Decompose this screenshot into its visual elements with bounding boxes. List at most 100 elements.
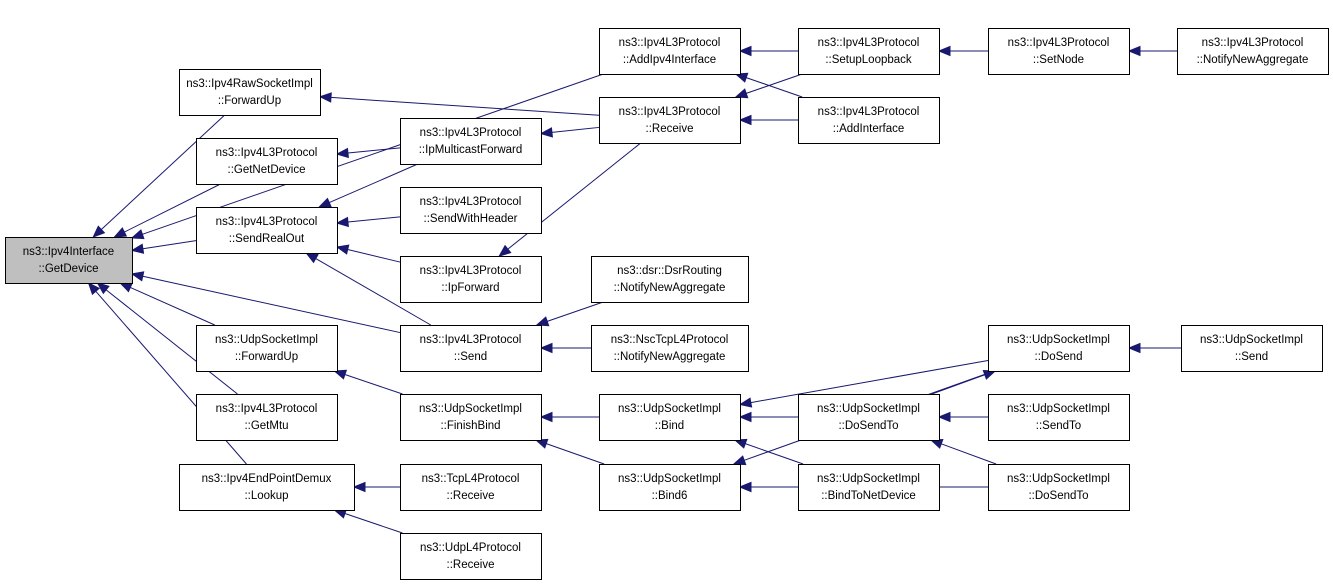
arrowhead-icon: [738, 411, 752, 423]
node-method-label: ::Lookup: [244, 490, 288, 502]
node-method-label: ::SetupLoopback: [825, 54, 912, 66]
node-box[interactable]: [1181, 325, 1323, 372]
node-box[interactable]: [5, 237, 133, 284]
node-sendwh[interactable]: ns3::Ipv4L3Protocol::SendWithHeader: [400, 187, 542, 234]
edge-line: [746, 77, 803, 98]
node-getdevice[interactable]: ns3::Ipv4Interface::GetDevice: [5, 237, 133, 284]
node-box[interactable]: [988, 325, 1130, 372]
arrowhead-icon: [352, 481, 366, 493]
node-addif[interactable]: ns3::Ipv4L3Protocol::AddInterface: [798, 97, 940, 144]
node-class-label: ns3::dsr::DsrRouting: [617, 265, 722, 277]
node-box[interactable]: [179, 69, 321, 116]
edge-setuploop-to-addipv4if: [738, 45, 798, 57]
node-sendto[interactable]: ns3::UdpSocketImpl::SendTo: [988, 394, 1130, 441]
node-method-label: ::GetDevice: [38, 263, 98, 275]
node-rawfwd[interactable]: ns3::Ipv4RawSocketImpl::ForwardUp: [179, 69, 321, 116]
edge-ipmcast-to-sendrealout: [318, 163, 418, 208]
node-box[interactable]: [599, 28, 741, 75]
node-dsrnna[interactable]: ns3::dsr::DsrRouting::NotifyNewAggregate: [591, 256, 749, 303]
node-bind[interactable]: ns3::UdpSocketImpl::Bind: [599, 394, 741, 441]
edge-sendto-to-dosendto1: [937, 411, 988, 423]
edge-line: [101, 114, 226, 230]
node-ipmcast[interactable]: ns3::Ipv4L3Protocol::IpMulticastForward: [400, 118, 542, 165]
node-lookup[interactable]: ns3::Ipv4EndPointDemux::Lookup: [179, 464, 355, 511]
node-method-label: ::NotifyNewAggregate: [614, 282, 726, 294]
node-udprecv[interactable]: ns3::UdpL4Protocol::Receive: [400, 533, 542, 580]
node-box[interactable]: [179, 464, 355, 511]
edge-layer: [87, 45, 1181, 534]
node-dosend[interactable]: ns3::UdpSocketImpl::DoSend: [988, 325, 1130, 372]
node-box[interactable]: [196, 394, 338, 441]
node-class-label: ns3::TcpL4Protocol: [422, 473, 520, 485]
node-box[interactable]: [196, 138, 338, 185]
node-box[interactable]: [599, 97, 741, 144]
node-dosendto1[interactable]: ns3::UdpSocketImpl::DoSendTo: [798, 394, 940, 441]
node-method-label: ::DoSendTo: [838, 420, 898, 432]
node-send[interactable]: ns3::Ipv4L3Protocol::Send: [400, 325, 542, 372]
arrowhead-icon: [130, 229, 145, 240]
node-method-label: ::DoSend: [1035, 351, 1083, 363]
node-box[interactable]: [599, 394, 741, 441]
node-method-label: ::AddInterface: [833, 123, 905, 135]
node-class-label: ns3::Ipv4L3Protocol: [216, 147, 318, 159]
node-addipv4if[interactable]: ns3::Ipv4L3Protocol::AddIpv4Interface: [599, 28, 741, 75]
node-box[interactable]: [798, 28, 940, 75]
node-tcprecv[interactable]: ns3::TcpL4Protocol::Receive: [400, 464, 542, 511]
node-box[interactable]: [196, 325, 338, 372]
node-class-label: ns3::UdpSocketImpl: [1007, 473, 1110, 485]
node-box[interactable]: [400, 464, 542, 511]
node-getnetdev[interactable]: ns3::Ipv4L3Protocol::GetNetDevice: [196, 138, 338, 185]
arrowhead-icon: [333, 369, 348, 380]
node-bindtonetdev[interactable]: ns3::UdpSocketImpl::BindToNetDevice: [798, 464, 940, 511]
node-box[interactable]: [798, 97, 940, 144]
edge-nscnna-to-send: [539, 342, 591, 354]
node-class-label: ns3::UdpSocketImpl: [1007, 403, 1110, 415]
arrowhead-icon: [335, 147, 349, 159]
node-box[interactable]: [591, 256, 749, 303]
node-class-label: ns3::Ipv4L3Protocol: [818, 106, 920, 118]
node-receive[interactable]: ns3::Ipv4L3Protocol::Receive: [599, 97, 741, 144]
node-box[interactable]: [599, 464, 741, 511]
node-nscnna[interactable]: ns3::NscTcpL4Protocol::NotifyNewAggregat…: [591, 325, 749, 372]
node-method-label: ::Bind: [655, 420, 684, 432]
node-method-label: ::GetMtu: [244, 420, 288, 432]
arrowhead-icon: [937, 411, 951, 423]
edge-setuploop-to-receive: [734, 73, 803, 99]
node-class-label: ns3::UdpSocketImpl: [1007, 334, 1110, 346]
node-box[interactable]: [400, 533, 542, 580]
node-box[interactable]: [988, 394, 1130, 441]
node-dosendto2[interactable]: ns3::UdpSocketImpl::DoSendTo: [988, 464, 1130, 511]
node-setnode[interactable]: ns3::Ipv4L3Protocol::SetNode: [988, 28, 1130, 75]
node-bind6[interactable]: ns3::UdpSocketImpl::Bind6: [599, 464, 741, 511]
node-getmtu[interactable]: ns3::Ipv4L3Protocol::GetMtu: [196, 394, 338, 441]
node-box[interactable]: [798, 394, 940, 441]
node-setuploop[interactable]: ns3::Ipv4L3Protocol::SetupLoopback: [798, 28, 940, 75]
edge-udpsend-to-dosend: [1127, 342, 1181, 354]
node-box[interactable]: [1177, 28, 1329, 75]
node-method-label: ::SetNode: [1033, 54, 1084, 66]
node-box[interactable]: [400, 187, 542, 234]
node-udpsend[interactable]: ns3::UdpSocketImpl::Send: [1181, 325, 1323, 372]
edge-line: [941, 443, 997, 465]
node-box[interactable]: [400, 394, 542, 441]
node-box[interactable]: [591, 325, 749, 372]
node-box[interactable]: [988, 464, 1130, 511]
node-class-label: ns3::UdpSocketImpl: [817, 403, 920, 415]
node-box[interactable]: [400, 325, 542, 372]
node-box[interactable]: [400, 256, 542, 303]
node-box[interactable]: [400, 118, 542, 165]
node-box[interactable]: [196, 207, 338, 254]
node-ipforward[interactable]: ns3::Ipv4L3Protocol::IpForward: [400, 256, 542, 303]
node-method-label: ::IpForward: [441, 282, 499, 294]
node-l3nna[interactable]: ns3::Ipv4L3Protocol::NotifyNewAggregate: [1177, 28, 1329, 75]
edge-l3nna-to-setnode: [1127, 45, 1177, 57]
node-method-label: ::GetNetDevice: [228, 164, 306, 176]
node-box[interactable]: [798, 464, 940, 511]
node-finishbind[interactable]: ns3::UdpSocketImpl::FinishBind: [400, 394, 542, 441]
node-method-label: ::SendTo: [1036, 420, 1081, 432]
node-sendrealout[interactable]: ns3::Ipv4L3Protocol::SendRealOut: [196, 207, 338, 254]
node-udpfwd[interactable]: ns3::UdpSocketImpl::ForwardUp: [196, 325, 338, 372]
node-box[interactable]: [988, 28, 1130, 75]
edge-addif-to-addipv4if: [734, 72, 803, 98]
